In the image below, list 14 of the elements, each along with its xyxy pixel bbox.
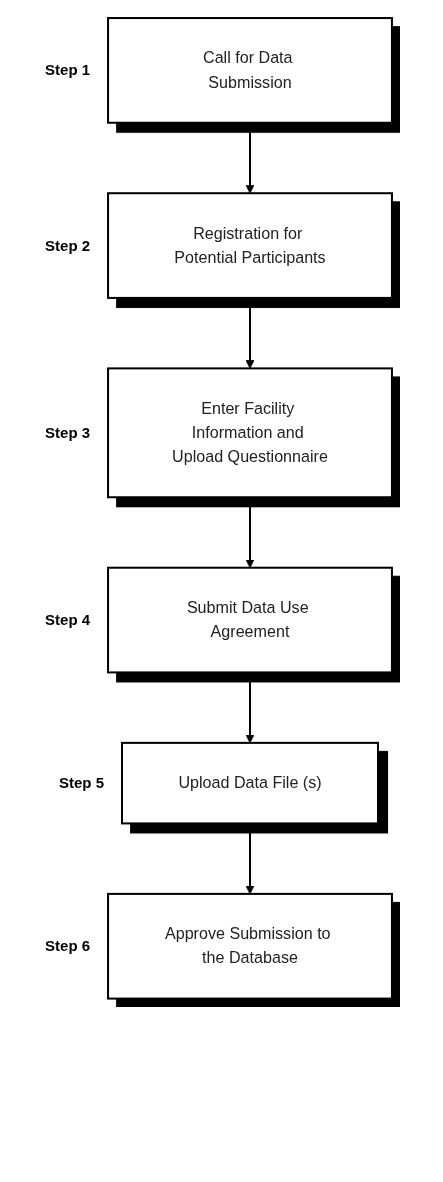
step-label: Step 3 xyxy=(45,423,91,441)
step-label: Step 1 xyxy=(45,61,91,79)
step-label: Step 4 xyxy=(45,611,91,629)
process-box: Upload Data File (s) xyxy=(121,741,379,825)
arrow xyxy=(245,297,255,369)
step-label: Step 2 xyxy=(45,236,91,254)
arrow xyxy=(245,122,255,194)
step-label: Step 6 xyxy=(45,937,91,955)
process-box: Enter Facility Information and Upload Questionnaire xyxy=(107,367,393,499)
process-box: Submit Data Use Agreement xyxy=(107,566,393,674)
process-box: Registration for Potential Participants xyxy=(107,192,393,299)
process-box: Call for Data Submission xyxy=(107,17,393,124)
step-label: Step 5 xyxy=(59,774,104,792)
process-box: Approve Submission to the Database xyxy=(107,892,393,1000)
